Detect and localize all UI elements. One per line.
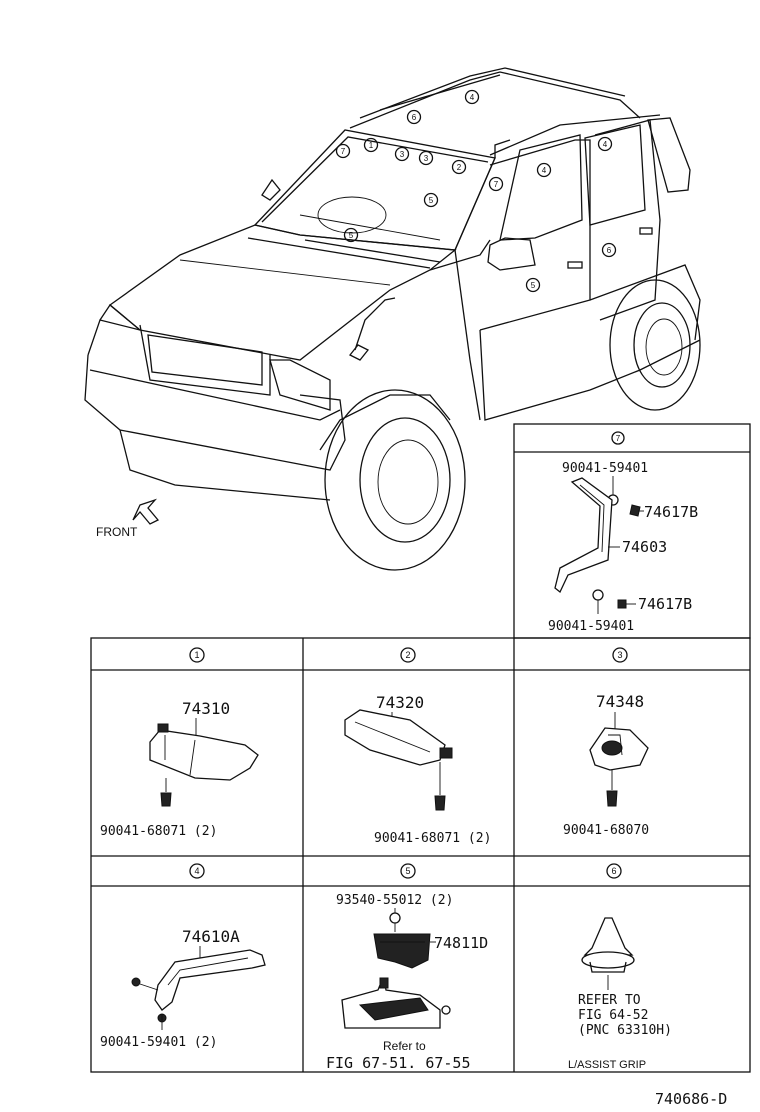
assist-grip-icon	[554, 477, 613, 594]
panel-3-header: 3	[612, 647, 628, 663]
panel-7-top-bolt-label: 90041-59401	[562, 461, 648, 476]
panel-7: 7 90041-59401 74617B 74603 74617B 90041-…	[513, 423, 751, 639]
sun-visor-icon	[344, 709, 446, 766]
callout-number: 7	[494, 180, 499, 189]
panel-2-part-label: 74320	[376, 693, 424, 712]
panel-7-bottom-bolt-label: 90041-59401	[548, 619, 634, 634]
callout-circle	[601, 242, 617, 258]
panel-6-header: 6	[606, 863, 622, 879]
callout-circle	[363, 137, 379, 153]
callout-number: 6	[412, 113, 417, 122]
callout-number: 1	[369, 141, 374, 150]
clip-icon	[389, 912, 401, 924]
panel-1-marker: 1	[194, 650, 199, 660]
panel-5-marker: 5	[405, 866, 410, 876]
panel-6-refer-line2: FIG 64-52	[578, 1008, 648, 1023]
callout-number: 3	[424, 154, 429, 163]
bolt-icon	[592, 589, 604, 601]
panel-7-marker: 7	[616, 434, 621, 443]
screw-icon	[434, 795, 446, 811]
panel-4-marker: 4	[194, 866, 199, 876]
callout-number: 5	[349, 231, 354, 240]
clip-icon	[441, 1005, 451, 1015]
callout-number: 4	[542, 166, 547, 175]
panel-7-clip-top-label: 74617B	[644, 503, 698, 521]
panel-5-clip-label: 93540-55012 (2)	[336, 893, 453, 908]
panel-3-marker: 3	[617, 650, 622, 660]
coat-hook-icon	[373, 933, 431, 969]
callout-number: 4	[603, 140, 608, 149]
callout-circle	[451, 159, 467, 175]
panel-6-refer-line1: REFER TO	[578, 993, 641, 1008]
bracket-icon	[358, 997, 429, 1021]
sun-visor-icon	[149, 729, 259, 781]
panel-2-marker: 2	[405, 650, 410, 660]
callout-circle	[406, 109, 422, 125]
panel-4-bolt-label: 90041-59401 (2)	[100, 1035, 217, 1050]
panel-1: 74310 90041-68071 (2)	[100, 699, 259, 839]
callout-number: 5	[429, 196, 434, 205]
screw-icon	[606, 790, 618, 807]
assist-grip-icon	[154, 949, 266, 1011]
panel-4-part-label: 74610A	[182, 927, 240, 946]
panel-3-part-label: 74348	[596, 692, 644, 711]
panel-2-screw-label: 90041-68071 (2)	[374, 831, 491, 846]
panel-6: REFER TO FIG 64-52 (PNC 63310H) L/ASSIST…	[568, 917, 672, 1071]
callout-circle	[335, 143, 351, 159]
panel-6-caption: L/ASSIST GRIP	[568, 1059, 646, 1071]
callout-circle	[394, 146, 410, 162]
front-arrow	[132, 498, 160, 525]
panel-2: 74320 90041-68071 (2)	[344, 693, 491, 846]
parts-grid	[90, 637, 751, 1073]
panel-6-refer-line3: (PNC 63310H)	[578, 1023, 672, 1038]
panel-5: 93540-55012 (2) 74811D Refer to FIG 67-5…	[326, 893, 488, 1072]
callout-circle	[423, 192, 439, 208]
callout-circle	[418, 150, 434, 166]
callout-number: 6	[607, 246, 612, 255]
callout-number: 3	[400, 150, 405, 159]
callout-number: 7	[341, 147, 346, 156]
panel-4: 74610A 90041-59401 (2)	[100, 927, 266, 1050]
callout-number: 4	[470, 93, 475, 102]
callout-circle	[525, 277, 541, 293]
panel-7-clip-bottom-label: 74617B	[638, 595, 692, 613]
diagram-code: 740686-D	[655, 1090, 727, 1108]
callout-circle	[343, 227, 359, 243]
panel-5-fig-ref: FIG 67-51. 67-55	[326, 1054, 471, 1072]
panel-5-refer-label: Refer to	[383, 1039, 426, 1053]
callout-circle	[488, 176, 504, 192]
callout-number: 2	[457, 163, 462, 172]
callout-circle	[597, 136, 613, 152]
panel-1-header: 1	[189, 647, 205, 663]
front-label: FRONT	[96, 525, 138, 539]
callout-circle	[536, 162, 552, 178]
clip-icon	[617, 599, 627, 609]
callout-circle	[464, 89, 480, 105]
push-clip-icon	[583, 917, 634, 956]
visor-hinge-icon	[157, 723, 169, 733]
vehicle-illustration	[84, 67, 701, 571]
callout-number: 5	[531, 281, 536, 290]
panel-3-screw-label: 90041-68070	[563, 823, 649, 838]
panel-5-part-label: 74811D	[434, 934, 488, 952]
panel-6-marker: 6	[611, 866, 616, 876]
panel-5-header: 5	[400, 863, 416, 879]
visor-hinge-icon	[439, 747, 453, 759]
panel-1-screw-label: 90041-68071 (2)	[100, 824, 217, 839]
panel-4-header: 4	[189, 863, 205, 879]
panel-2-header: 2	[400, 647, 416, 663]
panel-7-grip-label: 74603	[622, 538, 667, 556]
panel-3: 74348 90041-68070	[563, 692, 649, 838]
screw-icon	[160, 792, 172, 807]
panel-1-part-label: 74310	[182, 699, 230, 718]
bolt-icon	[131, 977, 141, 987]
clip-icon	[629, 504, 641, 517]
